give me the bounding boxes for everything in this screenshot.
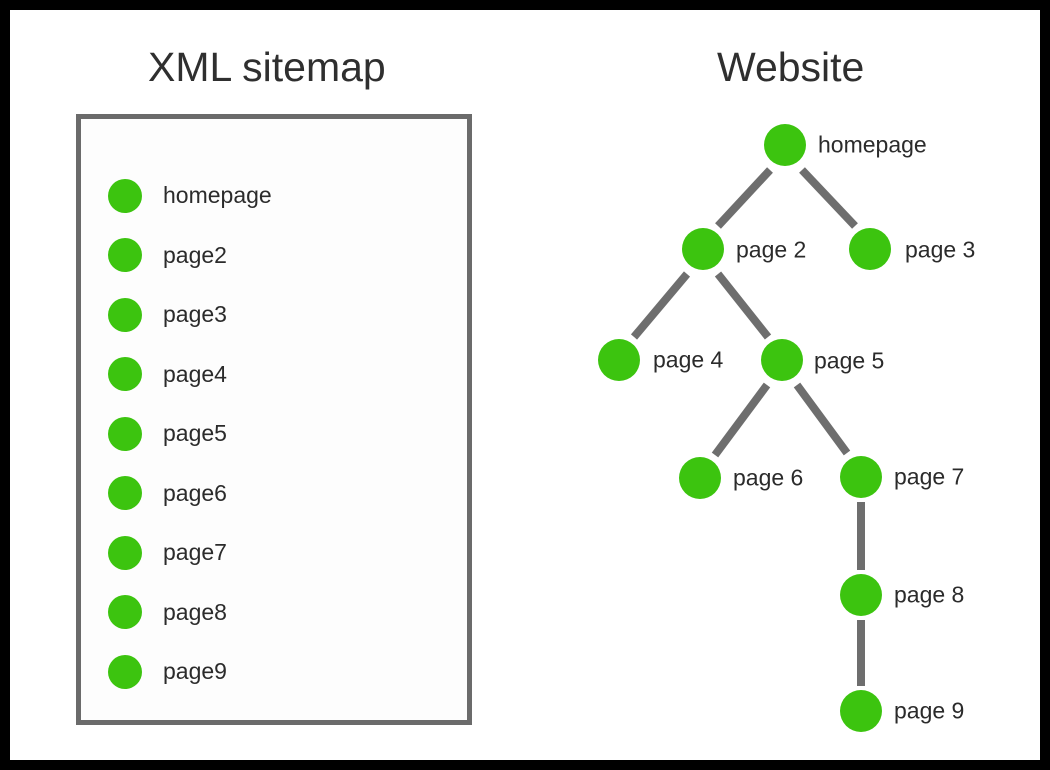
tree-node-label-page2: page 2 [736,236,807,263]
green-dot-icon [108,654,142,689]
list-item-label: page4 [163,360,227,387]
list-item-label: page6 [163,479,227,506]
tree-node-page8[interactable] [840,574,882,616]
list-item-label: page7 [163,539,227,566]
xml-sitemap-title: XML sitemap [148,44,386,90]
xml-sitemap-box [76,114,472,725]
xml-sitemap-list: homepage page2 page3 page4 page5 page6 [108,166,438,702]
green-dot-icon [108,595,142,630]
tree-node-page9[interactable] [840,690,882,732]
green-dot-icon [108,416,142,451]
tree-node-page3[interactable] [849,228,891,270]
tree-edge-page2-to-page4 [630,271,691,340]
list-item[interactable]: page9 [108,642,438,702]
website-title: Website [717,44,865,90]
green-dot-icon [108,535,142,570]
list-item[interactable]: page2 [108,226,438,286]
tree-node-label-homepage: homepage [818,131,927,158]
list-item-label: page8 [163,598,227,625]
list-item[interactable]: page6 [108,464,438,524]
list-item[interactable]: page8 [108,583,438,643]
green-dot-icon [108,297,142,332]
tree-node-homepage[interactable] [764,124,806,166]
tree-edge-homepage-to-page3 [799,167,858,229]
list-item[interactable]: page3 [108,285,438,345]
tree-edge-page2-to-page5 [714,271,772,340]
tree-node-label-page5: page 5 [814,347,885,374]
tree-node-label-page7: page 7 [894,463,965,490]
list-item[interactable]: page4 [108,345,438,405]
list-item-label: page9 [163,658,227,685]
list-item[interactable]: page5 [108,404,438,464]
tree-node-label-page6: page 6 [733,464,804,491]
green-dot-icon [108,357,142,392]
tree-node-page5[interactable] [761,339,803,381]
tree-node-label-page4: page 4 [653,346,724,373]
tree-node-label-page3: page 3 [905,236,976,263]
green-dot-icon [108,238,142,273]
tree-node-page2[interactable] [682,228,724,270]
list-item-label: page5 [163,420,227,447]
list-item[interactable]: homepage [108,166,438,226]
tree-edge-page5-to-page7 [793,382,851,456]
tree-node-page4[interactable] [598,339,640,381]
tree-edge-page5-to-page6 [711,382,771,458]
list-item[interactable]: page7 [108,523,438,583]
green-dot-icon [108,178,142,213]
tree-node-label-page8: page 8 [894,581,965,608]
list-item-label: page2 [163,241,227,268]
tree-node-label-page9: page 9 [894,697,965,724]
tree-node-page7[interactable] [840,456,882,498]
tree-edge-homepage-to-page2 [715,167,773,229]
green-dot-icon [108,476,142,511]
list-item-label: homepage [163,182,272,209]
list-item-label: page3 [163,301,227,328]
tree-node-page6[interactable] [679,457,721,499]
